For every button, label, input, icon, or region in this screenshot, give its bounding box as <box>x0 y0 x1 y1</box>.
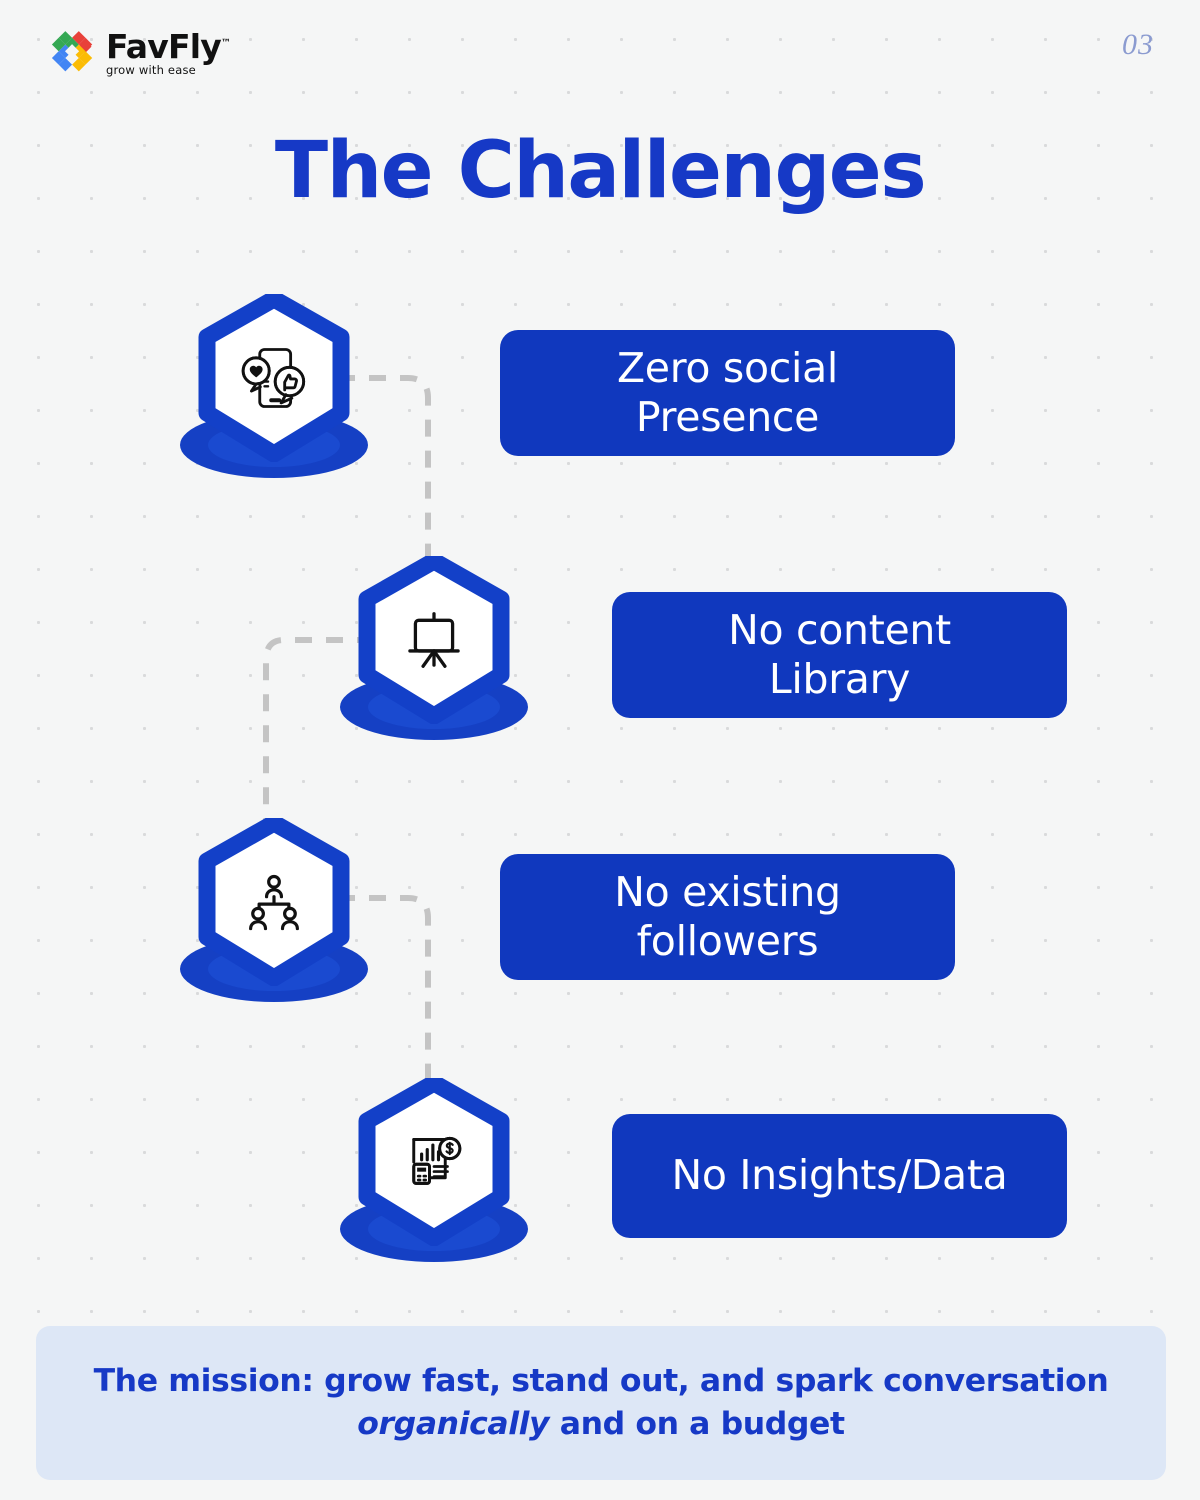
challenge-label-1[interactable]: Zero social Presence <box>500 330 955 456</box>
challenge-node-3 <box>174 818 374 1018</box>
mission-line-1: The mission: grow fast, stand out, and s… <box>93 1363 1109 1400</box>
challenge-label-3-text: No existing followers <box>614 867 841 965</box>
challenge-node-1 <box>174 294 374 494</box>
mission-line-2: organically and on a budget <box>357 1403 845 1446</box>
mobile-social-engagement-icon <box>198 294 350 462</box>
challenge-label-2[interactable]: No content Library <box>612 592 1067 718</box>
people-network-icon <box>198 818 350 986</box>
hexagon-badge <box>198 818 350 986</box>
mission-banner: The mission: grow fast, stand out, and s… <box>36 1326 1166 1480</box>
challenge-label-2-text: No content Library <box>728 605 951 703</box>
hexagon-badge <box>358 1078 510 1246</box>
mission-line-2-rest: and on a budget <box>549 1406 845 1442</box>
favfly-logo-wordmark: FavFly™ grow with ease <box>106 26 231 77</box>
challenge-label-4-text: No Insights/Data <box>671 1151 1008 1200</box>
challenge-node-2 <box>334 556 534 756</box>
favfly-logo-mark <box>44 26 98 80</box>
presentation-board-icon <box>358 556 510 724</box>
challenge-label-3[interactable]: No existing followers <box>500 854 955 980</box>
favfly-logo: FavFly™ grow with ease <box>44 22 231 84</box>
page-number: 03 <box>1122 28 1154 61</box>
challenge-label-1-text: Zero social Presence <box>617 343 838 441</box>
logo-name: FavFly™ <box>106 26 231 66</box>
mission-emphasis: organically <box>357 1406 550 1442</box>
challenge-node-4 <box>334 1078 534 1278</box>
financial-report-icon <box>358 1078 510 1246</box>
logo-tagline: grow with ease <box>106 62 196 77</box>
logo-trademark: ™ <box>220 37 231 49</box>
hexagon-badge <box>358 556 510 724</box>
page-title: The Challenges <box>274 126 927 216</box>
hexagon-badge <box>198 294 350 462</box>
logo-diamond-petals-icon <box>51 31 93 72</box>
challenge-label-4[interactable]: No Insights/Data <box>612 1114 1067 1238</box>
